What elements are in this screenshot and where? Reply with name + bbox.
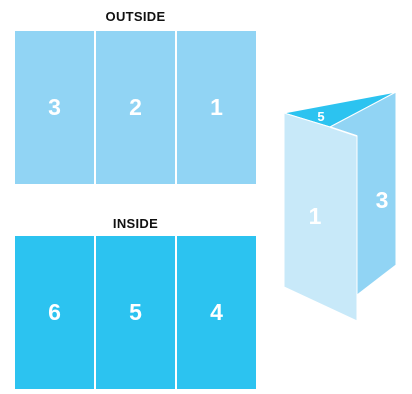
inside-panel-middle: 5 — [96, 236, 175, 389]
inside-panel-right: 4 — [177, 236, 256, 389]
inside-panel-left: 6 — [15, 236, 94, 389]
panel-number: 1 — [210, 94, 223, 121]
panel-number: 5 — [129, 299, 142, 326]
folded-top-number: 5 — [317, 109, 324, 124]
folded-front-number: 1 — [309, 203, 322, 229]
panel-number: 4 — [210, 299, 223, 326]
panel-number: 6 — [48, 299, 61, 326]
inside-label: INSIDE — [15, 216, 256, 231]
outside-panel-left: 3 — [15, 31, 94, 184]
folded-side-number: 3 — [376, 187, 389, 213]
folded-brochure-illustration: 5 1 3 — [280, 90, 400, 322]
inside-sheet: 6 5 4 — [15, 236, 256, 389]
outside-label: OUTSIDE — [15, 9, 256, 24]
outside-panel-middle: 2 — [96, 31, 175, 184]
outside-sheet: 3 2 1 — [15, 31, 256, 184]
panel-number: 2 — [129, 94, 142, 121]
outside-panel-right: 1 — [177, 31, 256, 184]
panel-number: 3 — [48, 94, 61, 121]
